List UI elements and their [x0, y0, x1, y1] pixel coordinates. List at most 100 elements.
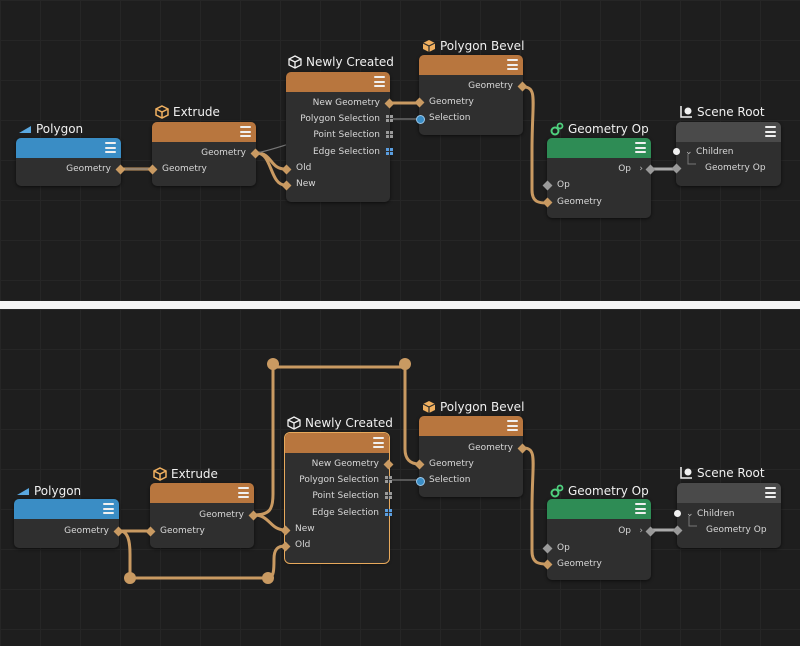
point-selection-port-icon[interactable]: [385, 492, 392, 499]
cube-icon: [422, 40, 436, 52]
reroute-dot-top-left[interactable]: [267, 358, 279, 370]
chevron-right-icon: ›: [639, 164, 643, 174]
scene-root-node-title: Scene Root: [679, 466, 765, 480]
extrude-node[interactable]: Geometry Geometry: [145, 483, 259, 548]
node-menu-icon[interactable]: [635, 142, 646, 153]
scene-root-node-title: Scene Root: [679, 105, 765, 119]
geometry-op-title-text: Geometry Op: [568, 122, 649, 136]
cube-icon: [287, 416, 301, 430]
geometry-op-out-op-label: Op: [618, 164, 631, 174]
node-editor-canvas-top[interactable]: Polygon Geometry Extrude Geometry Geomet…: [0, 0, 800, 301]
extrude-in-geometry-label: Geometry: [160, 526, 205, 536]
geometry-op-node[interactable]: Op › Op Geometry: [542, 499, 656, 580]
polygon-out-geometry-label: Geometry: [64, 526, 109, 536]
polygon-bevel-node[interactable]: Geometry Geometry Selection: [414, 416, 528, 497]
bevel-in-selection-port[interactable]: [416, 115, 425, 124]
children-port[interactable]: [674, 510, 681, 517]
geometry-op-in-geometry-label: Geometry: [557, 197, 602, 207]
wire-bevel-geometryop[interactable]: [522, 446, 548, 566]
extrude-out-geometry-label: Geometry: [199, 510, 244, 520]
extrude-node[interactable]: Geometry Geometry: [147, 122, 261, 186]
polygon-bevel-node[interactable]: Geometry Geometry Selection: [414, 55, 528, 135]
node-menu-icon[interactable]: [507, 59, 518, 70]
gears-icon: [550, 122, 564, 136]
polygon-node[interactable]: Geometry: [16, 138, 126, 186]
children-label: Children: [697, 509, 735, 519]
old-label: Old: [296, 163, 312, 173]
node-menu-icon[interactable]: [105, 142, 116, 153]
gears-icon: [550, 484, 564, 498]
children-port[interactable]: [673, 148, 680, 155]
extrude-title-text: Extrude: [171, 467, 218, 481]
reroute-dot-bottom-right[interactable]: [262, 572, 274, 584]
polygon-triangle-icon: [17, 488, 29, 495]
reroute-dot-top-right[interactable]: [399, 358, 411, 370]
node-menu-icon[interactable]: [240, 126, 251, 137]
scene-root-icon: [680, 467, 692, 479]
chevron-down-icon[interactable]: ⌄: [685, 147, 693, 157]
polygon-selection-port-icon[interactable]: [386, 115, 393, 122]
polygon-selection-label: Polygon Selection: [300, 114, 380, 124]
cube-icon: [422, 401, 436, 413]
scene-root-node[interactable]: ⌄ Children Geometry Op: [671, 122, 781, 186]
extrude-node-title: Extrude: [153, 467, 218, 481]
edge-selection-port-icon[interactable]: [385, 509, 392, 516]
polygon-selection-port-icon[interactable]: [385, 476, 392, 483]
new-label: New: [295, 524, 315, 534]
node-menu-icon[interactable]: [103, 503, 114, 514]
point-selection-port-icon[interactable]: [386, 131, 393, 138]
extrude-node-title: Extrude: [155, 105, 220, 119]
cube-icon: [153, 467, 167, 481]
polygon-node[interactable]: Geometry: [14, 499, 124, 548]
geometry-op-node[interactable]: Op › Op Geometry: [542, 138, 656, 218]
newly-created-title-text: Newly Created: [305, 416, 393, 430]
polygon-bevel-title-text: Polygon Bevel: [440, 39, 525, 53]
bevel-in-selection-label: Selection: [429, 113, 471, 123]
chevron-down-icon[interactable]: ⌄: [686, 509, 694, 519]
scene-root-node[interactable]: ⌄ Children Geometry Op: [672, 483, 781, 548]
wire-bevel-geometryop[interactable]: [522, 85, 548, 205]
geometry-op-in-geometry-label: Geometry: [557, 559, 602, 569]
scene-root-title-text: Scene Root: [697, 466, 765, 480]
polygon-out-geometry-label: Geometry: [66, 164, 111, 174]
geometry-op-out-op-label: Op: [618, 526, 631, 536]
wire-extrude-new[interactable]: [253, 513, 286, 532]
geometry-op-node-title: Geometry Op: [550, 122, 649, 136]
newly-created-node[interactable]: New Geometry Polygon Selection Point Sel…: [281, 72, 395, 202]
point-selection-label: Point Selection: [313, 130, 380, 140]
polygon-title-text: Polygon: [34, 484, 82, 498]
edge-selection-label: Edge Selection: [312, 508, 379, 518]
newly-created-node-title: Newly Created: [288, 55, 394, 69]
scene-root-title-text: Scene Root: [697, 105, 765, 119]
node-menu-icon[interactable]: [765, 126, 776, 137]
node-menu-icon[interactable]: [635, 503, 646, 514]
polygon-node-title: Polygon: [16, 484, 81, 498]
geometry-op-in-op-label: Op: [557, 180, 570, 190]
children-label: Children: [696, 147, 734, 157]
new-label: New: [296, 179, 316, 189]
reroute-dot-bottom-left[interactable]: [124, 572, 136, 584]
newly-created-node-title: Newly Created: [287, 416, 393, 430]
newly-created-node[interactable]: New Geometry Polygon Selection Point Sel…: [280, 432, 394, 564]
polygon-selection-label: Polygon Selection: [299, 475, 379, 485]
node-menu-icon[interactable]: [765, 487, 776, 498]
child-geometry-op-label: Geometry Op: [706, 525, 767, 535]
bevel-out-geometry-label: Geometry: [468, 443, 513, 453]
node-menu-icon[interactable]: [507, 420, 518, 431]
node-menu-icon[interactable]: [373, 437, 384, 448]
bevel-in-geometry-label: Geometry: [429, 459, 474, 469]
wire-extrude-reroute-up[interactable]: [253, 365, 420, 517]
newly-created-title-text: Newly Created: [306, 55, 394, 69]
tree-branch-icon: [687, 154, 696, 165]
edge-selection-port-icon[interactable]: [386, 148, 393, 155]
new-geometry-label: New Geometry: [311, 459, 379, 469]
scene-root-icon: [680, 106, 692, 118]
node-menu-icon[interactable]: [238, 487, 249, 498]
point-selection-label: Point Selection: [312, 491, 379, 501]
node-menu-icon[interactable]: [374, 76, 385, 87]
node-editor-canvas-bottom[interactable]: Polygon Geometry Extrude Geometry Geomet…: [0, 309, 800, 646]
bevel-in-selection-port[interactable]: [416, 477, 425, 486]
polygon-bevel-title-text: Polygon Bevel: [440, 400, 525, 414]
bevel-in-geometry-label: Geometry: [429, 97, 474, 107]
extrude-in-geometry-label: Geometry: [162, 164, 207, 174]
